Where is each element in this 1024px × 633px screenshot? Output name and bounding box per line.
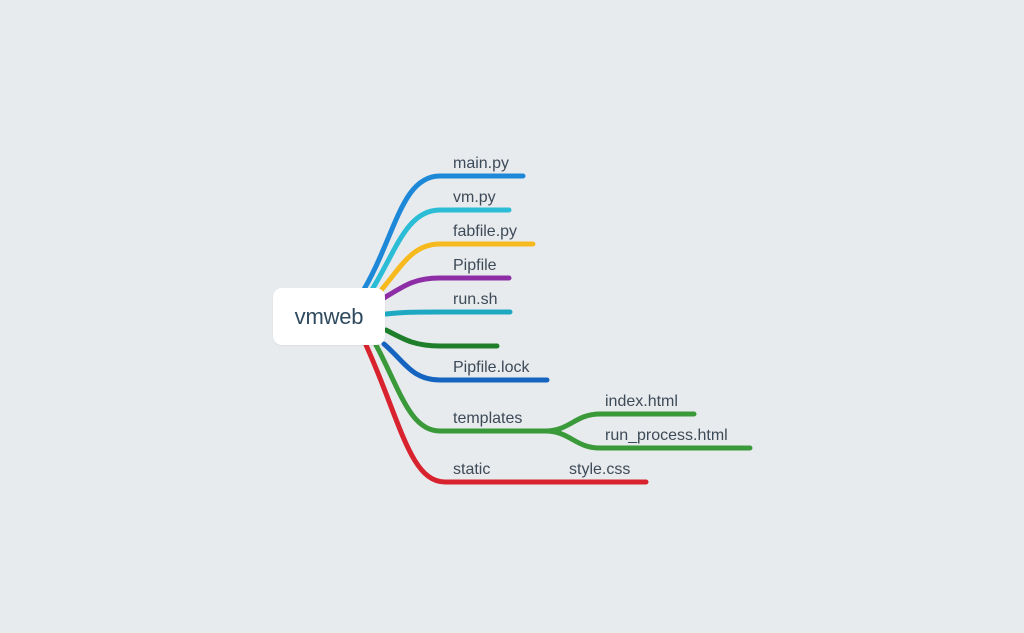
node-main-py[interactable]: main.py — [453, 155, 510, 172]
node-pipfile[interactable]: Pipfile — [453, 257, 497, 274]
root-node[interactable]: vmweb — [273, 288, 385, 345]
node-templates[interactable]: templates — [453, 410, 523, 427]
root-label: vmweb — [294, 303, 364, 329]
connector-run-process-html — [542, 428, 753, 451]
connector-fabfile-py — [373, 241, 536, 299]
node-style-css[interactable]: style.css — [569, 461, 631, 478]
node-pipfile-lock[interactable]: Pipfile.lock — [453, 359, 530, 376]
connector-templates — [373, 342, 548, 434]
node-vm-py[interactable]: vm.py — [453, 189, 496, 206]
connector-main-py — [357, 173, 526, 299]
node-run-sh[interactable]: run.sh — [453, 291, 498, 308]
connector-vm-py — [365, 207, 512, 299]
connector-pipfile-lock — [381, 341, 550, 383]
connector-pipfile — [381, 275, 512, 301]
node-run-process-html[interactable]: run_process.html — [605, 427, 728, 444]
node-fabfile-py[interactable]: fabfile.py — [453, 223, 518, 240]
node-static[interactable]: static — [453, 461, 491, 478]
connector-unnamed — [383, 327, 500, 349]
connector-static — [363, 342, 649, 485]
node-index-html[interactable]: index.html — [605, 393, 678, 410]
connector-run-sh — [383, 309, 513, 317]
